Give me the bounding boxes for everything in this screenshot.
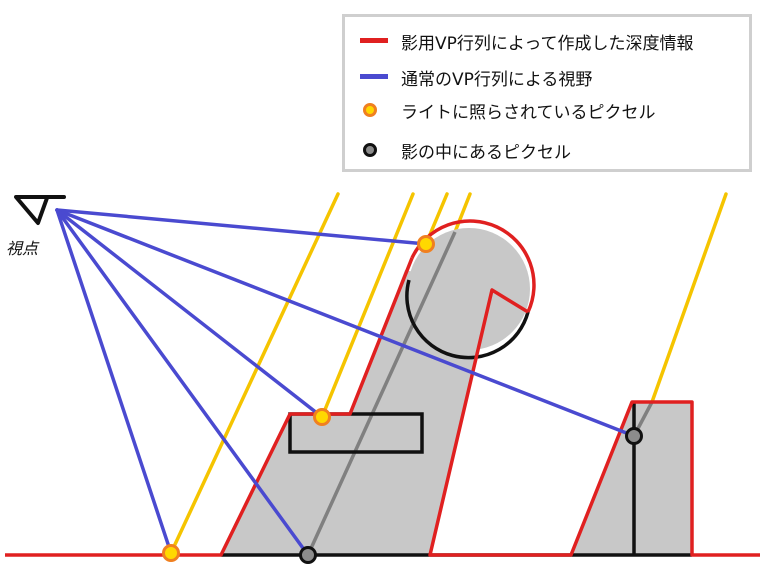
depth-line-middle bbox=[428, 288, 760, 557]
shadow-pixel-icon bbox=[363, 143, 377, 157]
viewpoint-label: 視点 bbox=[6, 239, 39, 258]
eye-icon bbox=[14, 195, 66, 225]
red-line-swatch bbox=[360, 38, 388, 43]
view-line-2 bbox=[55, 208, 636, 438]
shadow-pixel-1 bbox=[625, 427, 643, 445]
legend-label-view: 通常のVP行列による視野 bbox=[401, 69, 593, 90]
legend: 影用VP行列によって作成した深度情報 通常のVP行列による視野 ライトに照らされ… bbox=[342, 14, 752, 172]
shadow-pixel-2 bbox=[299, 546, 317, 564]
light-ray-5 bbox=[650, 192, 728, 404]
lit-pixels bbox=[162, 235, 435, 562]
view-line-3 bbox=[55, 208, 324, 419]
light-ray-1 bbox=[169, 192, 340, 555]
right-block bbox=[571, 402, 692, 555]
lit-pixel-icon bbox=[363, 103, 377, 117]
light-ray-4 bbox=[453, 192, 472, 234]
lit-pixel-3 bbox=[162, 544, 180, 562]
legend-label-lit: ライトに照らされているピクセル bbox=[401, 102, 656, 123]
view-line-5 bbox=[55, 208, 173, 555]
round-top-lower-arc bbox=[405, 279, 530, 360]
view-lines bbox=[55, 208, 636, 557]
legend-label-depth: 影用VP行列によって作成した深度情報 bbox=[401, 33, 694, 54]
view-line-4 bbox=[55, 208, 310, 557]
light-ray-2 bbox=[320, 192, 415, 419]
depth-arc bbox=[410, 219, 536, 313]
inner-rectangle bbox=[288, 412, 424, 454]
round-top bbox=[408, 228, 530, 350]
blue-line-swatch bbox=[360, 74, 388, 79]
depth-line-left bbox=[5, 257, 414, 557]
lit-pixel-2 bbox=[313, 408, 331, 426]
lit-pixel-1 bbox=[417, 235, 435, 253]
shadow-pixels bbox=[299, 427, 643, 564]
legend-label-shadow: 影の中にあるピクセル bbox=[401, 142, 571, 163]
depth-outline bbox=[5, 219, 760, 557]
shadow-ray-1 bbox=[306, 231, 457, 556]
view-line-1 bbox=[55, 208, 428, 246]
light-rays bbox=[169, 192, 728, 555]
